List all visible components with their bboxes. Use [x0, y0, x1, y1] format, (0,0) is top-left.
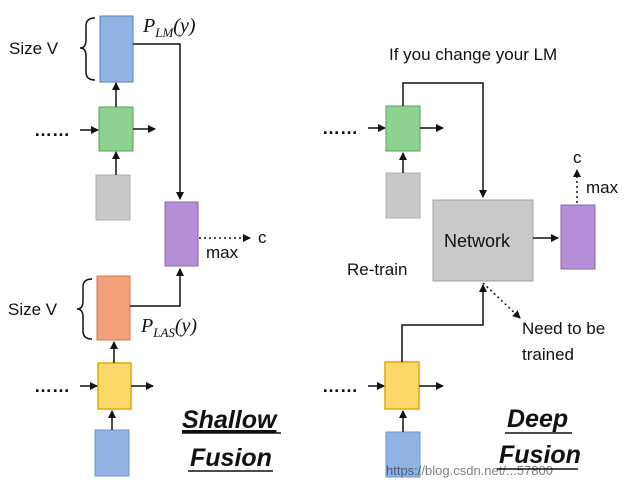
arrow-las-to-fusion	[130, 268, 184, 307]
need-trained-line1: Need to be	[522, 319, 605, 338]
deep-title-line1: Deep	[507, 405, 568, 433]
deep-las-history-dots: ……	[322, 376, 358, 396]
lm-rnn-cell	[98, 106, 134, 152]
retrain-label: Re-train	[347, 260, 407, 279]
deep-lm-rnn-cell	[385, 105, 421, 152]
deep-las-rnn-cell	[384, 361, 420, 410]
las-input-box	[94, 429, 130, 477]
lm-input-box	[95, 174, 131, 221]
shallow-title-line2: Fusion	[190, 444, 272, 472]
brace-top	[79, 17, 96, 81]
deep-c-label: c	[573, 148, 582, 167]
deep-title-line2: Fusion	[499, 441, 581, 469]
p-lm-label: PLM(y)	[142, 15, 196, 40]
network-box	[432, 199, 534, 282]
network-label: Network	[444, 231, 511, 251]
change-lm-note: If you change your LM	[389, 45, 557, 64]
las-history-dots: ……	[34, 376, 70, 396]
las-output-box	[96, 275, 131, 341]
lm-history-dots: ……	[34, 120, 70, 140]
deep-lm-history-dots: ……	[322, 118, 358, 138]
shallow-fused-output	[164, 201, 199, 267]
deep-max-label: max	[586, 178, 619, 197]
size-v-label-top: Size V	[9, 39, 59, 58]
shallow-title-line1: Shallow	[182, 406, 278, 434]
shallow-max-label: max	[206, 243, 239, 262]
arrow-deep-las-to-network	[401, 284, 487, 362]
lm-output-box	[99, 15, 134, 83]
las-rnn-cell	[97, 362, 132, 410]
need-trained-dotted-arrow	[482, 282, 521, 319]
arrow-lm-to-fusion	[133, 43, 184, 200]
need-trained-line2: trained	[522, 345, 574, 364]
watermark-text: https://blog.csdn.net/...57800	[386, 463, 553, 478]
shallow-c-label: c	[258, 228, 267, 247]
p-las-label: PLAS(y)	[140, 315, 197, 340]
arrow-deep-lm-to-network	[402, 82, 487, 198]
brace-bottom	[76, 278, 93, 340]
size-v-label-bottom: Size V	[8, 300, 58, 319]
deep-fused-output	[560, 204, 596, 270]
deep-lm-input-box	[385, 172, 421, 219]
